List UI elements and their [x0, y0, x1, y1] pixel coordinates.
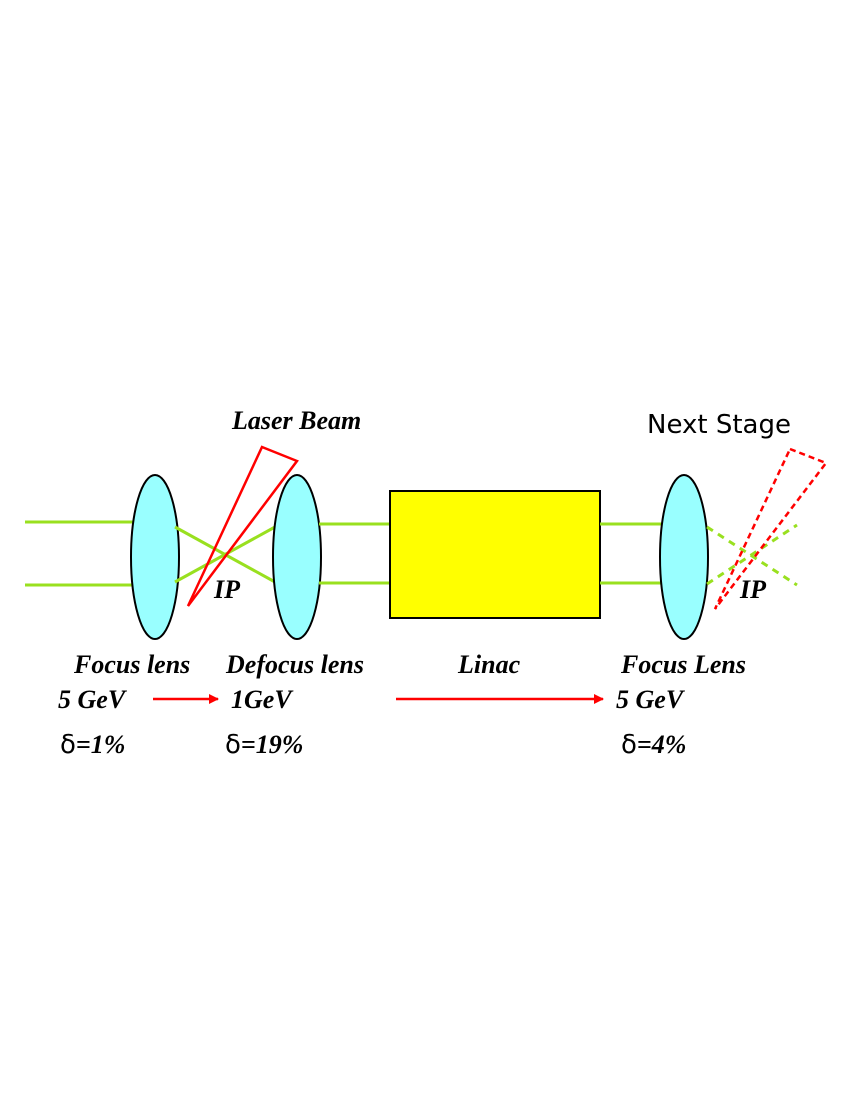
focus-lens-2 — [659, 474, 709, 640]
ip-crossing-1 — [174, 525, 276, 584]
stage-label-focus-lens: Focus lens — [73, 650, 190, 679]
ip-label-2: IP — [739, 575, 767, 604]
ip-crossing-2 — [706, 523, 798, 587]
linac-box — [389, 490, 601, 619]
delta-label-1: δ=1% — [60, 730, 125, 760]
beam-from-linac — [600, 522, 664, 585]
delta-label-3: δ=4% — [621, 730, 686, 760]
crossing-beam-b-dashed — [706, 523, 798, 586]
laser-beam-label: Laser Beam — [231, 406, 361, 435]
stage-label-linac: Linac — [457, 650, 521, 679]
laser-beam-shape — [186, 445, 299, 607]
next-stage-label: Next Stage — [647, 410, 791, 440]
delta-symbol: δ — [621, 730, 637, 760]
delta-value: =19% — [241, 730, 303, 759]
delta-value: =4% — [637, 730, 686, 759]
laser-beam-next-stage-shape — [713, 447, 828, 610]
focus-lens-1 — [130, 474, 180, 640]
incoming-beam — [25, 520, 135, 587]
defocus-lens — [272, 474, 322, 640]
ip-label-1: IP — [213, 575, 241, 604]
beam-to-linac — [319, 522, 390, 585]
energy-label-3: 5 GeV — [616, 685, 686, 714]
energy-label-1: 5 GeV — [58, 685, 128, 714]
delta-symbol: δ — [60, 730, 76, 760]
delta-label-2: δ=19% — [225, 730, 303, 760]
stage-label-defocus-lens: Defocus lens — [225, 650, 364, 679]
delta-value: =1% — [76, 730, 125, 759]
delta-symbol: δ — [225, 730, 241, 760]
crossing-beam-b — [174, 525, 276, 584]
stage-label-focus-lens-2: Focus Lens — [620, 650, 746, 679]
energy-label-2: 1GeV — [231, 685, 294, 714]
